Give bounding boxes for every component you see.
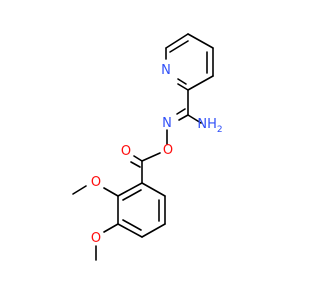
bond bbox=[133, 155, 143, 162]
atom-label-nitrogen: N bbox=[161, 63, 171, 78]
atom-label-amine-main: NH bbox=[197, 117, 217, 132]
bond bbox=[178, 114, 189, 121]
atom-label-oxygen: O bbox=[91, 175, 101, 190]
bond bbox=[130, 161, 141, 168]
bond bbox=[72, 185, 87, 195]
bond bbox=[187, 75, 214, 91]
molecule-diagram: N N NH2 O O O O bbox=[72, 33, 223, 261]
atom-label-amine-subscript: 2 bbox=[217, 125, 223, 135]
bond bbox=[141, 182, 166, 197]
bond bbox=[176, 108, 186, 115]
bond bbox=[103, 187, 119, 197]
bond bbox=[122, 189, 142, 201]
bond bbox=[117, 182, 143, 197]
bond bbox=[141, 223, 166, 238]
atom-label-oxygen: O bbox=[163, 143, 173, 158]
atom-label-oxygen: O bbox=[91, 231, 101, 246]
atom-label-layer: N N NH2 O O O O bbox=[91, 63, 223, 246]
bond-layer bbox=[72, 33, 214, 261]
bond bbox=[187, 33, 214, 49]
bond bbox=[177, 78, 187, 85]
atom-label-amine: NH2 bbox=[197, 117, 222, 135]
bond bbox=[117, 223, 143, 238]
bond bbox=[141, 152, 161, 162]
bond bbox=[177, 83, 189, 91]
bond bbox=[122, 219, 142, 231]
bond bbox=[103, 223, 119, 233]
bond bbox=[187, 114, 202, 124]
bond bbox=[165, 33, 189, 49]
atom-label-oxygen: O bbox=[121, 144, 131, 159]
atom-label-nitrogen: N bbox=[162, 116, 172, 131]
bond bbox=[169, 40, 189, 53]
